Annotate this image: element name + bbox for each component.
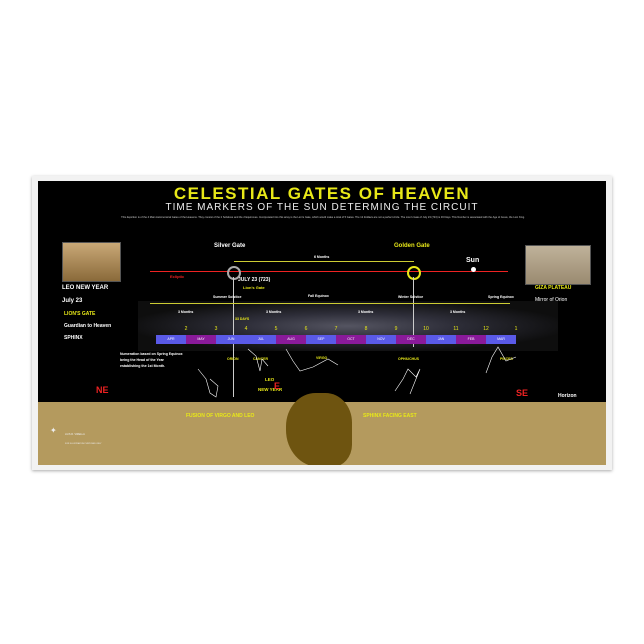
sun-label: Sun [466, 257, 480, 264]
direction-se: SE [516, 388, 529, 398]
month-cell: NOV [366, 335, 396, 344]
new-year-label: NEW YEAR [258, 387, 283, 392]
direction-ne: NE [96, 385, 109, 395]
month-number: 10 [423, 326, 429, 332]
month-number: 11 [453, 326, 459, 332]
month-cell: APR [156, 335, 186, 344]
author-logo: ✦ [50, 426, 57, 435]
giza-photo [525, 245, 591, 285]
sphinx-photo [62, 242, 121, 282]
poster-subtitle: TIME MARKERS OF THE SUN DETERMING THE CI… [165, 202, 479, 213]
summer-solstice-label: Summer Solstice [213, 295, 242, 299]
horizon-label: Horizon [558, 393, 577, 399]
month-cell: JUL [246, 335, 276, 344]
golden-gate-label: Golden Gate [394, 243, 430, 249]
quarter-line [150, 303, 510, 304]
month-number: 8 [364, 326, 368, 332]
numeration-note: Numeration based on Spring Equinox being… [120, 352, 183, 368]
month-number: 9 [394, 326, 398, 332]
sphinx-label: SPHINX [64, 335, 83, 341]
period-label: 3 Months [358, 310, 374, 314]
month-cell: MAR [486, 335, 516, 344]
month-cell: DEC [396, 335, 426, 344]
fall-equinox-label: Fall Equinox [308, 294, 329, 298]
period-label: 3 Months [266, 310, 282, 314]
month-cell: AUG [276, 335, 306, 344]
virgo-label: VIRGO [316, 356, 328, 360]
month-cell: MAY [186, 335, 216, 344]
month-cell: OCT [336, 335, 366, 344]
guardian-label: Guardian to Heaven [64, 323, 112, 329]
poster-title: CELESTIAL GATES OF HEAVEN [173, 184, 471, 203]
pisces-label: PISCES [500, 357, 513, 361]
month-cell: FEB [456, 335, 486, 344]
leo-new-year-label: LEO NEW YEAR [62, 285, 109, 291]
leo-label: LEO [265, 377, 275, 382]
month-number: 6 [304, 326, 308, 332]
direction-e: E [274, 381, 281, 391]
july23-label: JULY 23 (723) [238, 277, 271, 283]
sun-icon [471, 267, 476, 272]
month-number: 2 [184, 326, 188, 332]
lions-gate-label: Lion's Gate [243, 285, 265, 290]
sphinx-facing-label: SPHINX FACING EAST [363, 413, 417, 419]
month-number: 4 [244, 326, 248, 332]
sphinx-silhouette [286, 393, 352, 465]
winter-solstice-label: Winter Solstice [398, 295, 424, 299]
period-label: 3 Months [450, 310, 466, 314]
ecliptic-label: Ecliptic [170, 274, 185, 279]
orion-label: ORION [227, 357, 239, 361]
month-cell: JAN [426, 335, 456, 344]
month-number: 12 [483, 326, 489, 332]
giza-label: GIZA PLATEAU [535, 285, 572, 291]
poster: CELESTIAL GATES OF HEAVEN TIME MARKERS O… [38, 181, 606, 465]
silver-gate-label: Silver Gate [214, 243, 246, 249]
constellation-drawings [197, 346, 517, 398]
lions-gate-title: LION'S GATE [64, 311, 96, 317]
period-label: 3 Months [178, 310, 194, 314]
golden-gate-line [413, 277, 414, 347]
month-number: 3 [214, 326, 218, 332]
spring-equinox-label: Spring Equinox [488, 295, 514, 299]
intro-text: This depiction is of the 4 Main Astronom… [121, 216, 525, 219]
days-label: 33 DAYS [235, 317, 250, 321]
author-name: LUIS R. VIRELLA [65, 433, 85, 436]
fusion-label: FUSION OF VIRGO AND LEO [186, 413, 255, 419]
golden-gate-marker [407, 266, 421, 280]
month-cell: SEP [306, 335, 336, 344]
ophiuchus-label: OPHIUCHUS [398, 357, 420, 361]
six-months-label: 6 Months [314, 255, 330, 259]
ecliptic-line [150, 271, 508, 272]
silver-gate-marker [227, 266, 241, 280]
date-label: July 23 [62, 298, 83, 304]
mirror-label: Mirror of Orion [535, 297, 568, 303]
purpose-note: FOR ILLUSTRATION PURPOSES ONLY [65, 443, 102, 445]
month-number: 5 [274, 326, 278, 332]
cancer-label: CANCER [253, 357, 268, 361]
six-months-line [234, 261, 414, 262]
month-number: 1 [514, 326, 518, 332]
month-cell: JUN [216, 335, 246, 344]
month-number: 7 [334, 326, 338, 332]
